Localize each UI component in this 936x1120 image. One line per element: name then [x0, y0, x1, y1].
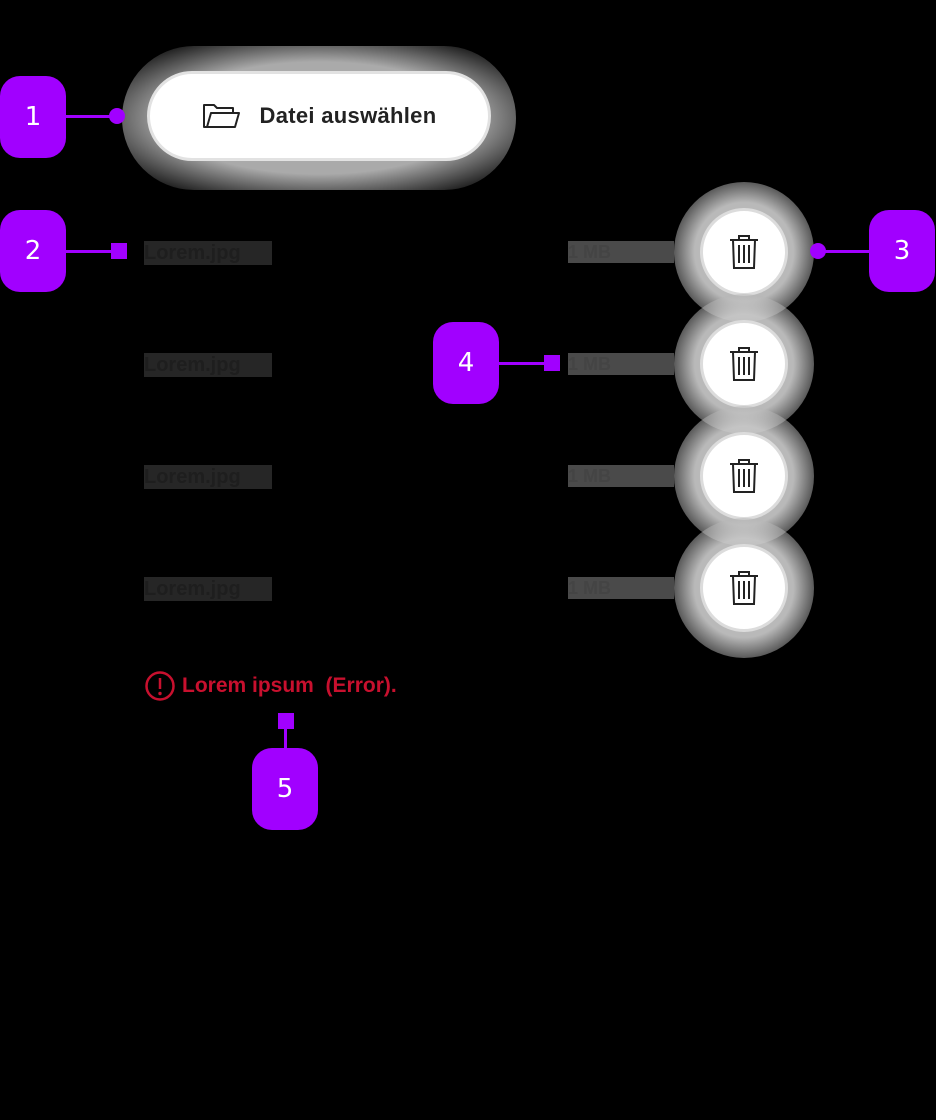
file-name: Lorem.jpg: [144, 353, 272, 377]
file-name: Lorem.jpg: [144, 577, 272, 601]
file-name: Lorem.jpg: [144, 241, 272, 265]
trash-icon: [728, 458, 760, 494]
annotation-marker-1: 1: [0, 76, 66, 158]
annotation-marker-2: 2: [0, 210, 66, 292]
annotation-dot-2: [111, 243, 127, 259]
file-select-button-label: Datei auswählen: [259, 103, 437, 128]
error-message: Lorem ipsum (Error).: [144, 670, 397, 702]
file-size: 1 MB: [568, 353, 674, 375]
annotation-marker-5: 5: [252, 748, 318, 830]
annotation-marker-4: 4: [433, 322, 499, 404]
error-circle-icon: [144, 670, 176, 702]
file-select-button[interactable]: Datei auswählen: [147, 71, 491, 161]
trash-icon: [728, 346, 760, 382]
error-text: Lorem ipsum (Error).: [182, 674, 397, 697]
annotation-connector-1: [66, 115, 118, 118]
annotation-dot-4: [544, 355, 560, 371]
annotation-dot-3: [810, 243, 826, 259]
annotation-dot-1: [109, 108, 125, 124]
trash-icon: [728, 234, 760, 270]
folder-open-icon: [202, 102, 242, 130]
annotation-connector-3: [818, 250, 870, 253]
delete-file-button[interactable]: [700, 432, 788, 520]
delete-file-button[interactable]: [700, 320, 788, 408]
file-size: 1 MB: [568, 577, 674, 599]
delete-file-button[interactable]: [700, 208, 788, 296]
annotation-connector-2: [66, 250, 118, 253]
file-name: Lorem.jpg: [144, 465, 272, 489]
annotation-connector-5: [284, 720, 287, 750]
delete-file-button[interactable]: [700, 544, 788, 632]
file-size: 1 MB: [568, 465, 674, 487]
annotation-connector-4: [499, 362, 551, 365]
trash-icon: [728, 570, 760, 606]
file-size: 1 MB: [568, 241, 674, 263]
annotation-marker-3: 3: [869, 210, 935, 292]
